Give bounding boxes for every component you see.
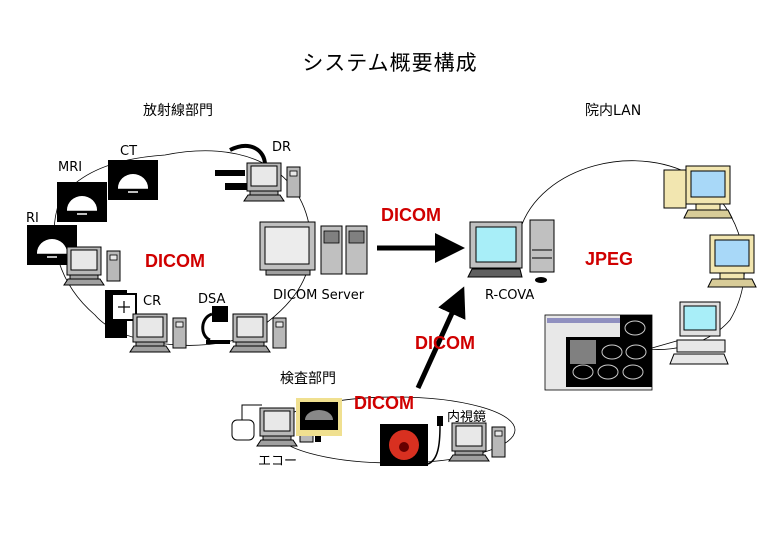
label-dicom-server: DICOM Server [273,288,365,303]
rcova-screen-capture [544,314,653,391]
echo-image-icon [296,398,342,442]
cr-workstation-icon [129,313,187,353]
dicom-server-icon [259,221,368,276]
protocol-server-to-rcova: DICOM [381,205,441,225]
protocol-lan-ring: JPEG [585,249,634,269]
label-endoscope: 内視鏡 [447,410,487,425]
protocol-exam-ring: DICOM [354,393,414,413]
section-hospital-lan: 院内LAN [585,103,642,119]
section-radiology: 放射線部門 [143,103,213,119]
ri-workstation-icon [63,246,121,286]
dsa-device-icon [201,306,230,344]
protocol-exam-to-rcova: DICOM [415,333,475,353]
rcova-workstation-icon [467,219,555,283]
cr-cassette-icon [105,290,137,338]
mri-scanner-icon [56,181,108,223]
endoscope-image-icon [380,424,428,466]
protocol-radiology-ring: DICOM [145,251,205,271]
ct-scanner-icon [107,159,159,201]
lan-pc-1-icon [663,165,733,219]
label-dr: DR [272,140,292,155]
dr-device-icon [215,144,267,190]
echo-probe-icon [231,404,262,441]
endoscope-workstation-icon [448,422,506,462]
endoscope-device-icon [427,416,443,465]
exam-to-rcova-arrow [415,286,466,390]
label-dsa: DSA [198,292,226,307]
lan-pc-3-icon [669,301,729,365]
diagram-title: システム概要構成 [302,51,478,75]
dsa-workstation-icon [229,313,287,353]
label-rcova: R-COVA [485,288,535,303]
lan-pc-2-icon [707,234,757,288]
label-echo: エコー [258,454,298,469]
label-mri: MRI [58,160,83,175]
section-examination: 検査部門 [280,371,336,387]
label-cr: CR [143,294,162,309]
label-ct: CT [120,144,138,159]
label-ri: RI [26,211,39,226]
dr-workstation-icon [243,162,301,202]
